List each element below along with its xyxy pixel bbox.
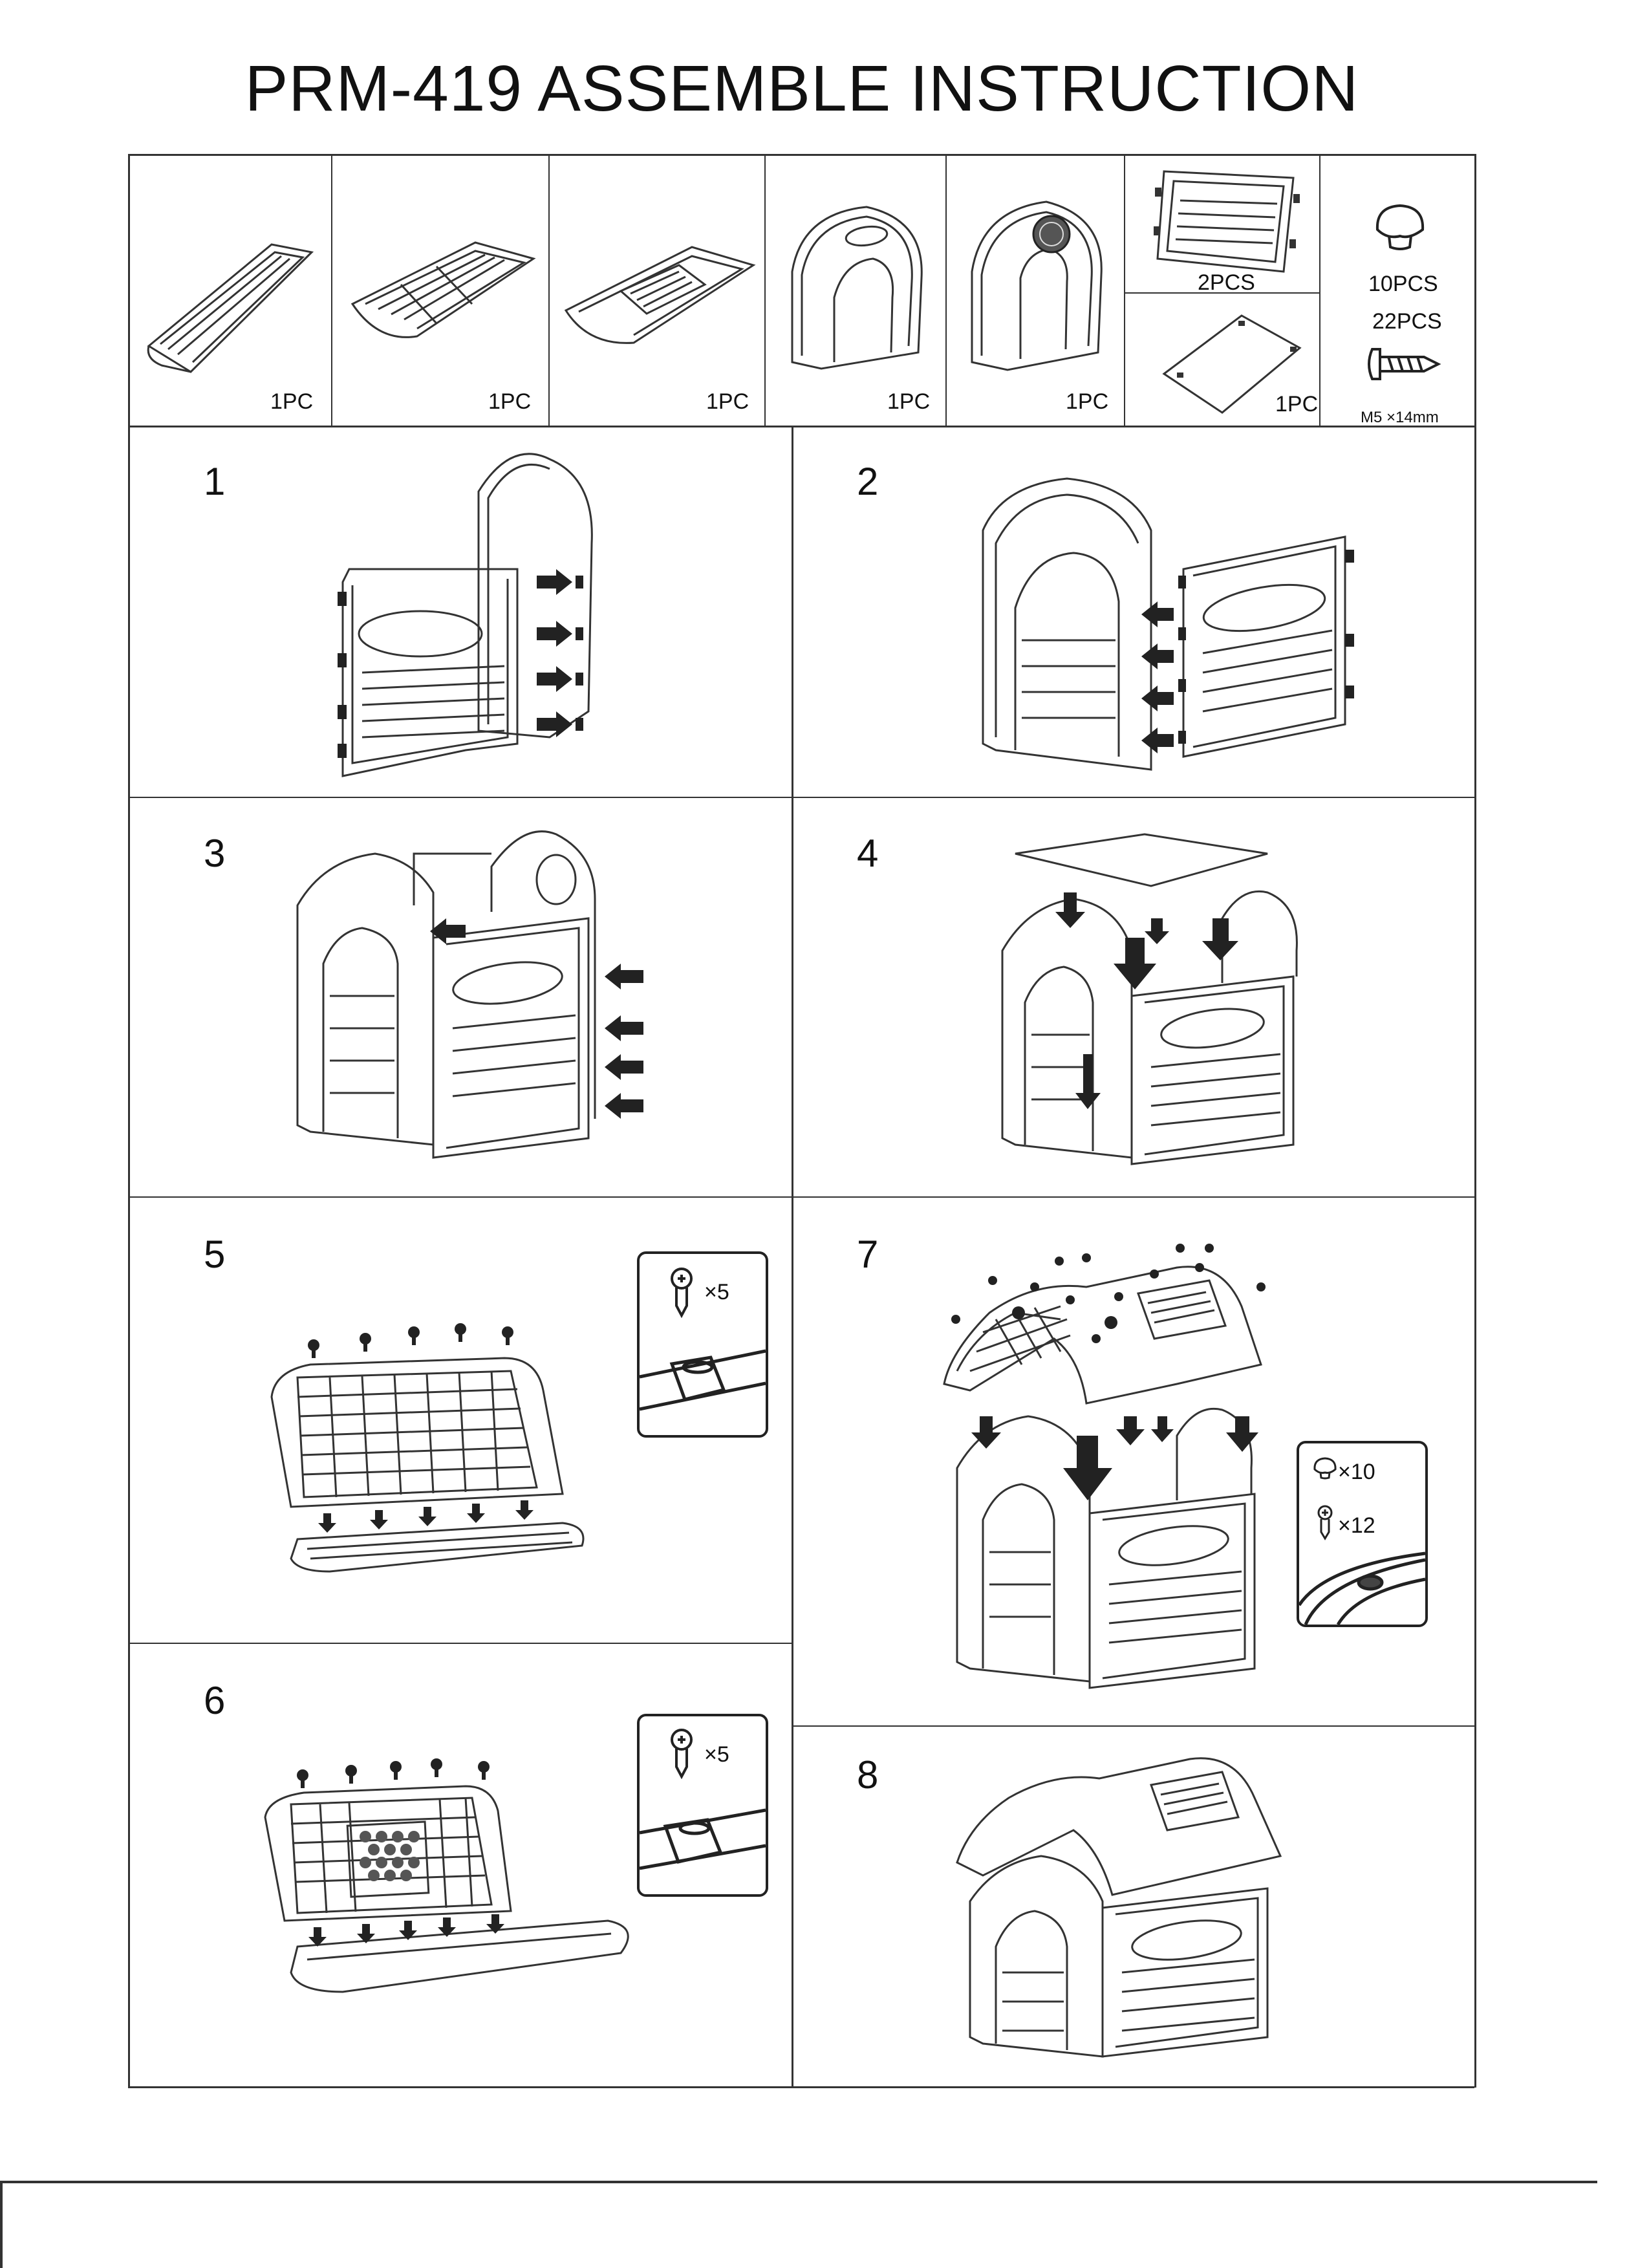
step-4-illustration [1001,833,1298,1165]
part-qty: 1PC [270,389,314,414]
part-qty: 1PC [887,389,931,414]
step-7-hardware-inset: ×10 ×12 [1297,1441,1428,1627]
step-number: 1 [204,460,226,503]
step-6-screw-inset: ×5 [637,1714,768,1897]
step-1-illustration [338,453,593,777]
cap-icon [1375,204,1425,250]
screw-icon [671,1268,693,1319]
step-number: 2 [857,460,879,503]
part-qty: 1PC [706,389,749,414]
step-7-illustration [943,1244,1266,1689]
floor-grid-illustration [350,241,536,338]
screw-spec: M5 ×14mm [1361,409,1439,426]
step-number: 8 [857,1753,879,1797]
step-number: 5 [204,1233,226,1276]
socket-detail [1297,1551,1426,1626]
step-number: 6 [204,1679,226,1722]
step-number: 7 [857,1233,879,1276]
screw-icon [1368,348,1441,380]
step-2-illustration [982,477,1354,771]
page-title: PRM-419 ASSEMBLE INSTRUCTION [244,52,1359,125]
page-border-left [0,2181,3,2268]
screw-count: ×12 [1338,1513,1375,1538]
step-5-illustration [270,1323,585,1573]
socket-detail [639,1349,766,1411]
socket-detail [639,1808,766,1870]
floor-grid-vent-illustration [564,246,756,344]
front-panel-illustration [791,206,923,370]
cap-icon [1313,1457,1337,1480]
step-6-illustration [264,1758,629,1993]
screw-count: ×5 [704,1280,729,1304]
step-8-illustration [956,1757,1282,2058]
part-qty: 2PCS [1198,270,1255,295]
part-qty: 22PCS [1372,309,1442,334]
page-border [0,2181,1597,2183]
side-panel-illustration [1154,170,1300,273]
screw-icon [671,1729,693,1780]
part-qty: 1PC [1066,389,1109,414]
screw-icon [1317,1505,1333,1540]
step-number: 4 [857,832,879,875]
part-qty: 10PCS [1368,272,1438,296]
step-number: 3 [204,832,226,875]
part-qty: 1PC [1275,392,1319,416]
back-panel-illustration [971,200,1103,371]
cap-count: ×10 [1338,1460,1375,1484]
screw-count: ×5 [704,1742,729,1767]
part-qty: 1PC [488,389,532,414]
base-rail-illustration [147,243,314,373]
step-3-illustration [296,830,643,1159]
step-5-screw-inset: ×5 [637,1251,768,1438]
roof-cover-illustration [1162,314,1302,414]
